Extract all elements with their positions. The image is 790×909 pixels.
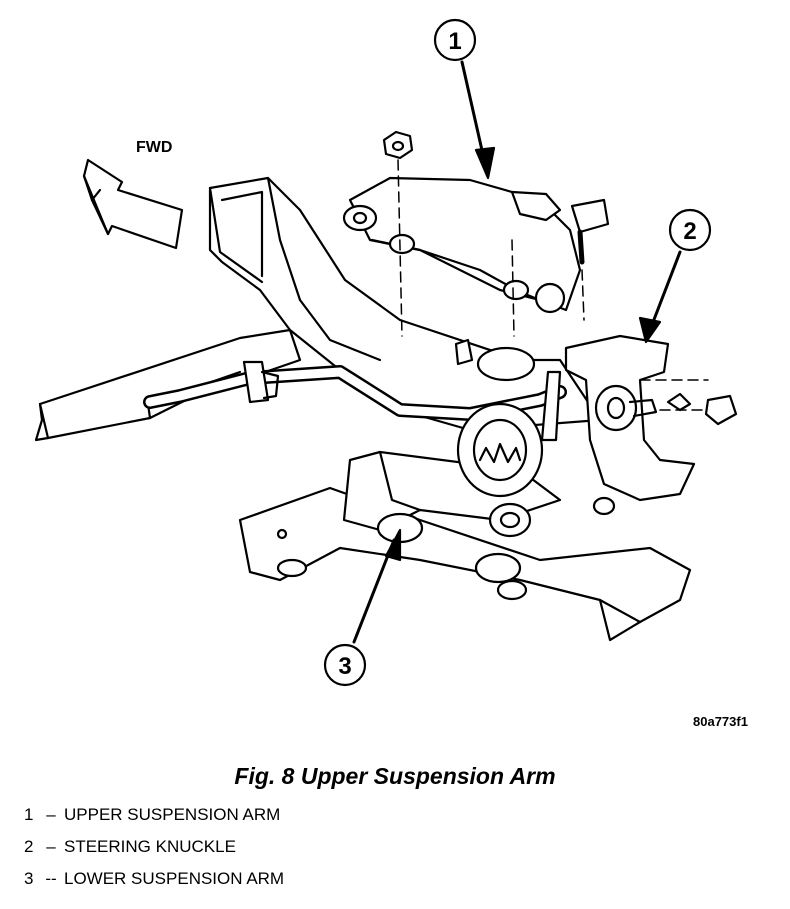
image-code: 80a773f1 bbox=[693, 714, 748, 729]
suspension-illustration: FWD bbox=[34, 18, 738, 687]
callout-3 bbox=[323, 528, 402, 687]
legend-number: 2 bbox=[24, 837, 34, 856]
callout-2 bbox=[638, 208, 712, 344]
callout-1-label: 1 bbox=[448, 28, 461, 55]
legend-number: 3 bbox=[24, 869, 34, 888]
legend-item: 2–STEERING KNUCKLE bbox=[24, 836, 284, 868]
nut bbox=[382, 130, 414, 160]
legend-number: 1 bbox=[24, 805, 34, 824]
legend-separator: – bbox=[46, 837, 56, 856]
fwd-arrow bbox=[82, 158, 184, 250]
legend-label: LOWER SUSPENSION ARM bbox=[64, 869, 285, 888]
callout-2-label: 2 bbox=[683, 218, 696, 245]
legend: 1–UPPER SUSPENSION ARM 2–STEERING KNUCKL… bbox=[24, 804, 284, 900]
stabilizer-bar bbox=[143, 360, 567, 442]
steering-knuckle bbox=[564, 334, 696, 516]
fwd-label: FWD bbox=[136, 139, 172, 156]
figure-caption: Fig. 8 Upper Suspension Arm bbox=[234, 763, 556, 789]
callout-3-label: 3 bbox=[338, 653, 351, 680]
upper-suspension-arm bbox=[342, 176, 610, 314]
legend-label: UPPER SUSPENSION ARM bbox=[64, 805, 281, 824]
callout-1 bbox=[433, 18, 496, 180]
legend-separator: -- bbox=[45, 869, 57, 888]
legend-item: 3 -- LOWER SUSPENSION ARM bbox=[24, 868, 284, 900]
bolt bbox=[454, 338, 474, 366]
assembly-lines bbox=[397, 159, 709, 411]
hub-rotor bbox=[456, 346, 544, 498]
legend-label: STEERING KNUCKLE bbox=[64, 837, 236, 856]
legend-separator: – bbox=[46, 805, 56, 824]
castle-nut bbox=[666, 392, 738, 426]
legend-item: 1–UPPER SUSPENSION ARM bbox=[24, 804, 284, 836]
lower-suspension-arm bbox=[342, 450, 562, 601]
